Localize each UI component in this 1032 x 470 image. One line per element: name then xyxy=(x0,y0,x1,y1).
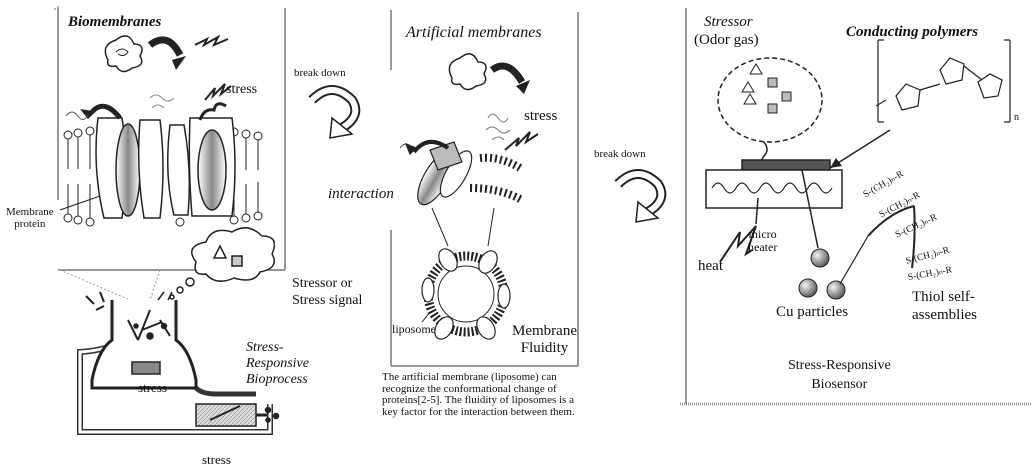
conducting-polymers-title: Conducting polymers xyxy=(846,24,978,41)
liposome-label: liposome xyxy=(392,322,436,337)
break-down-arrow-1 xyxy=(312,90,355,138)
liposome-label-leader xyxy=(422,312,430,322)
artificial-protein-blob xyxy=(449,54,486,90)
bio-squiggle-2 xyxy=(150,95,174,108)
bio-bottom-stress-label: stress xyxy=(202,452,231,468)
membrane-fluidity-label: Membrane Fluidity xyxy=(512,323,577,357)
stressor-title: Stressor xyxy=(704,14,753,31)
break-down-arrow-2 xyxy=(618,174,661,222)
odor-gas-label: (Odor gas) xyxy=(694,32,759,49)
bio-curved-arrow xyxy=(150,40,180,55)
artificial-stress-label: stress xyxy=(524,108,557,125)
artificial-curved-arrow xyxy=(492,66,522,82)
membrane-protein-leader xyxy=(60,196,100,210)
heat-label: heat xyxy=(698,258,723,275)
polymer-leader-arrowhead xyxy=(830,158,842,168)
artificial-caption: The artificial membrane (liposome) can r… xyxy=(382,372,584,419)
bio-inner-stress-label: stress xyxy=(138,380,167,396)
thiol-label: Thiol self- assemblies xyxy=(912,288,977,324)
stressor-signal-label: Stressor or Stress signal xyxy=(292,275,362,309)
artificial-lightning-icon xyxy=(505,132,538,150)
bioprocess-label: Stress- Responsive Bioprocess xyxy=(246,340,309,388)
micro-heater-label: micro heater xyxy=(748,228,777,254)
membrane-protein-label: Membrane protein xyxy=(6,206,54,230)
bio-protein-blob xyxy=(105,36,142,72)
zoom-leader-left xyxy=(60,270,130,300)
liposome-leader-left xyxy=(432,208,448,246)
conducting-polymer-structure xyxy=(876,40,1010,122)
bio-membrane-proteins xyxy=(82,104,235,218)
polymer-subscript-n: n xyxy=(1014,112,1019,123)
cu-particles xyxy=(799,236,868,299)
artificial-membranes-title: Artificial membranes xyxy=(406,24,542,42)
odor-gas-bubble xyxy=(718,58,822,170)
bio-lightning-icon xyxy=(195,37,228,45)
liposome-leader-right xyxy=(488,208,494,246)
artificial-membrane-segment xyxy=(406,142,522,210)
cu-particles-label: Cu particles xyxy=(776,304,848,321)
break-down-label-1: break down xyxy=(294,67,346,79)
break-down-label-2: break down xyxy=(594,148,646,160)
interaction-label: interaction xyxy=(328,186,394,203)
stress-thought-cloud xyxy=(170,228,274,299)
bio-stress-label: stress xyxy=(226,82,257,98)
zoom-leader-right xyxy=(150,270,160,300)
bio-curved-arrowhead xyxy=(172,56,186,70)
biomembranes-title: Biomembranes xyxy=(68,14,161,31)
biosensor-label: Stress-Responsive Biosensor xyxy=(788,356,891,394)
artificial-squiggle xyxy=(486,114,510,140)
